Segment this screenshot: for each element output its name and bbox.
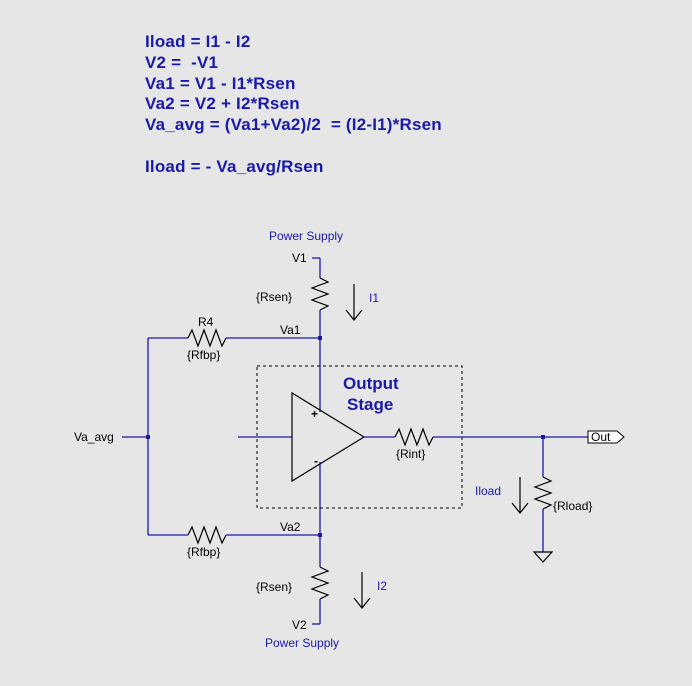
rfbp-top-label: {Rfbp}: [187, 348, 220, 362]
va-avg-node: [146, 435, 150, 439]
opamp-symbol: [291, 391, 366, 483]
v1-label: V1: [292, 251, 307, 265]
rfbp-bottom-resistor: [187, 525, 227, 545]
i1-arrow-icon: [345, 284, 363, 321]
i1-label: I1: [369, 291, 379, 305]
va1-label: Va1: [280, 323, 301, 337]
r4-resistor: [187, 328, 227, 348]
opamp-minus-label: -: [314, 454, 318, 468]
r4-label: R4: [198, 315, 214, 329]
va2-label: Va2: [280, 520, 301, 534]
va2-node: [318, 533, 322, 537]
equation-1: Iload = I1 - I2: [145, 32, 251, 51]
iload-label: Iload: [475, 484, 501, 498]
ground-icon: [532, 551, 554, 563]
out-label: Out: [591, 430, 611, 444]
equation-4: Va2 = V2 + I2*Rsen: [145, 94, 300, 113]
i2-label: I2: [377, 579, 387, 593]
equation-2: V2 = -V1: [145, 53, 219, 72]
power-supply-bottom-label: Power Supply: [265, 636, 339, 650]
rsen-bottom-resistor: [310, 566, 330, 600]
output-stage-title-line1: Output: [343, 374, 399, 393]
equation-6: Iload = - Va_avg/Rsen: [145, 157, 324, 176]
rsen-bottom-label: {Rsen}: [256, 580, 292, 594]
iload-arrow-icon: [511, 477, 529, 514]
va1-node: [318, 336, 322, 340]
output-stage-title-line2: Stage: [347, 395, 393, 414]
rint-resistor: [394, 427, 434, 447]
va-avg-label: Va_avg: [74, 430, 114, 444]
equation-3: Va1 = V1 - I1*Rsen: [145, 74, 296, 93]
rint-label: {Rint}: [396, 447, 425, 461]
out-port: [587, 430, 625, 444]
rload-label: {Rload}: [553, 499, 592, 513]
rsen-top-label: {Rsen}: [256, 290, 292, 304]
opamp-plus-label: +: [311, 407, 318, 421]
equation-5: Va_avg = (Va1+Va2)/2 = (I2-I1)*Rsen: [145, 115, 442, 134]
rsen-top-resistor: [310, 277, 330, 311]
i2-arrow-icon: [353, 572, 371, 609]
v2-label: V2: [292, 618, 307, 632]
power-supply-top-label: Power Supply: [269, 229, 343, 243]
rload-resistor: [533, 476, 553, 510]
rfbp-bottom-label: {Rfbp}: [187, 545, 220, 559]
